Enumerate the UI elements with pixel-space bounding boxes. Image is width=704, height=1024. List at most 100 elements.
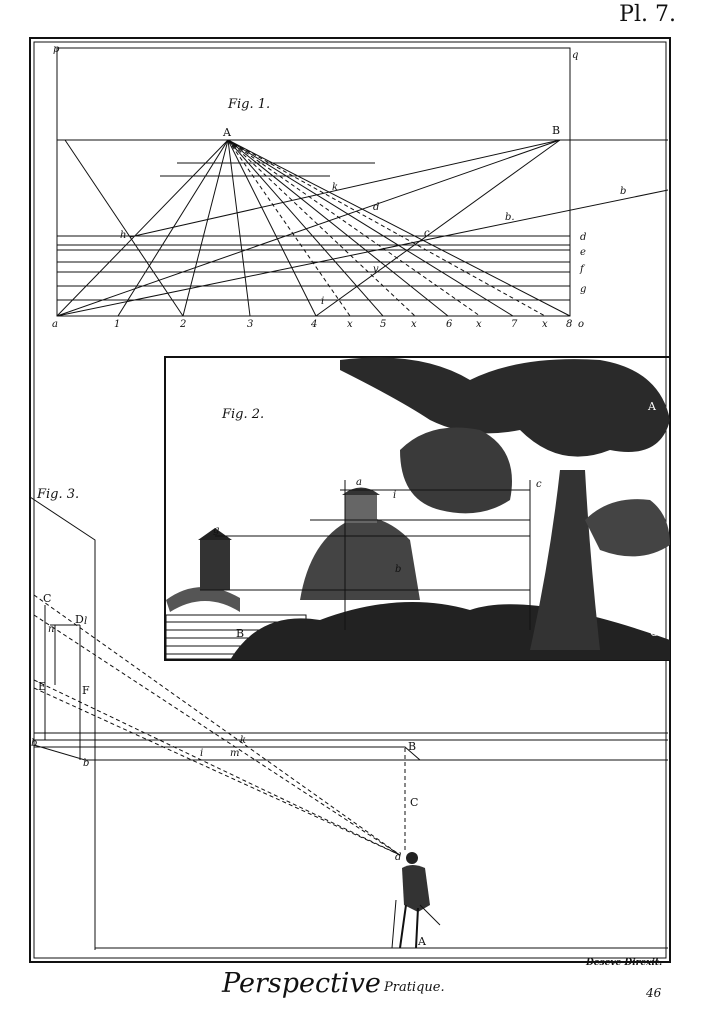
- ray-from-A: [227, 139, 571, 317]
- tree-canopy: [340, 357, 670, 457]
- label-A: A: [417, 935, 427, 948]
- label-b: b: [395, 564, 401, 575]
- domed-building: [345, 495, 377, 523]
- corner-q: q: [572, 50, 578, 61]
- page-number: 46: [646, 986, 662, 1000]
- ray-from-A: [227, 139, 514, 317]
- fig1-rays: [56, 139, 669, 317]
- observer-figure: [391, 852, 441, 949]
- sight-lines: [33, 594, 401, 856]
- label-b2: b: [83, 758, 89, 769]
- diagonal-b: [56, 189, 669, 317]
- tree-trunk: [530, 470, 600, 650]
- wall: [29, 496, 96, 950]
- base-label: 1: [114, 319, 120, 330]
- label-i: i: [393, 490, 396, 501]
- base-label: 3: [247, 319, 253, 330]
- label-l: l: [84, 616, 87, 627]
- plate-title: Perspective: [222, 968, 381, 999]
- ray-from-A: [227, 139, 251, 317]
- tower: [200, 540, 230, 590]
- small-tree: [400, 427, 512, 514]
- base-label: 4: [310, 319, 317, 330]
- base-label: x: [542, 319, 548, 330]
- label-C-vertical: C: [410, 796, 418, 809]
- ray-from-B: [315, 139, 561, 317]
- ray-from-A: [182, 139, 229, 317]
- right-bush: [585, 499, 670, 557]
- base-label: 7: [511, 319, 518, 330]
- ray-from-A: [227, 139, 317, 317]
- fig2-guide-lines: [200, 480, 531, 630]
- label-h: h: [120, 230, 126, 241]
- ray-from-A: [227, 139, 351, 317]
- ray-from-A: [227, 139, 416, 317]
- picture-outline: [44, 605, 81, 760]
- label-F: F: [82, 684, 90, 697]
- base-label: 2: [179, 319, 186, 330]
- ray-from-A: [227, 139, 481, 317]
- label-C: C: [43, 592, 51, 605]
- corner-p: p: [53, 44, 60, 55]
- side-label: g: [580, 284, 586, 295]
- label-i: i: [200, 748, 203, 759]
- figure-2: Fig. 2. g a i b c B C A: [164, 356, 671, 661]
- label-d: d: [373, 202, 379, 213]
- plate-subtitle: Pratique.: [384, 980, 445, 995]
- label-i: i: [321, 296, 324, 307]
- fig1-box: [56, 47, 571, 317]
- base-label: o: [578, 319, 584, 330]
- label-b1: b: [31, 738, 37, 749]
- base-label: 8: [566, 319, 572, 330]
- label-b2: b: [620, 186, 626, 197]
- label-v: v: [373, 264, 379, 275]
- hill: [300, 517, 420, 600]
- base-label: 6: [446, 319, 453, 330]
- label-c: c: [536, 479, 542, 490]
- ray-from-A: [227, 139, 546, 317]
- base-label: x: [347, 319, 353, 330]
- point-A: A: [222, 126, 232, 139]
- label-B: B: [408, 740, 416, 753]
- label-D: D: [75, 613, 84, 626]
- base-label: x: [476, 319, 482, 330]
- label-b1: b.: [505, 212, 515, 223]
- label-a: a: [356, 477, 362, 488]
- fig2-caption: Fig. 2.: [221, 407, 264, 422]
- figure-3: Fig. 3. C D l n E F b b B C d A k m i: [29, 487, 668, 950]
- plate-number: Pl. 7.: [619, 2, 676, 27]
- label-C: C: [650, 626, 658, 639]
- ray-from-A: [227, 139, 449, 317]
- side-label: e: [580, 247, 586, 258]
- point-B: B: [552, 124, 560, 137]
- base-label: a: [52, 319, 58, 330]
- fig1-caption: Fig. 1.: [227, 97, 270, 112]
- side-label: f: [579, 264, 586, 275]
- label-B: B: [236, 627, 244, 640]
- diagonal-h: [64, 139, 184, 317]
- ray-from-B: [129, 139, 561, 238]
- label-k: k: [240, 735, 246, 746]
- ray-from-B: [56, 139, 561, 317]
- fig3-caption: Fig. 3.: [36, 487, 79, 502]
- label-E: E: [38, 680, 46, 693]
- label-d: d: [395, 852, 401, 863]
- ray-from-A: [227, 139, 384, 317]
- bridge: [166, 586, 240, 612]
- ray-from-A: [117, 139, 229, 317]
- label-c: c: [424, 228, 430, 239]
- label-k: k: [332, 182, 338, 193]
- label-n: n: [48, 624, 54, 635]
- base-label: 5: [380, 319, 386, 330]
- side-label: d: [580, 232, 586, 243]
- label-A: A: [647, 400, 657, 413]
- label-m: m: [230, 748, 239, 759]
- base-label: x: [411, 319, 417, 330]
- ground-planes: [33, 732, 668, 761]
- engraver-credit: Deseve Direxit.: [586, 958, 663, 968]
- ray-from-A: [56, 139, 229, 317]
